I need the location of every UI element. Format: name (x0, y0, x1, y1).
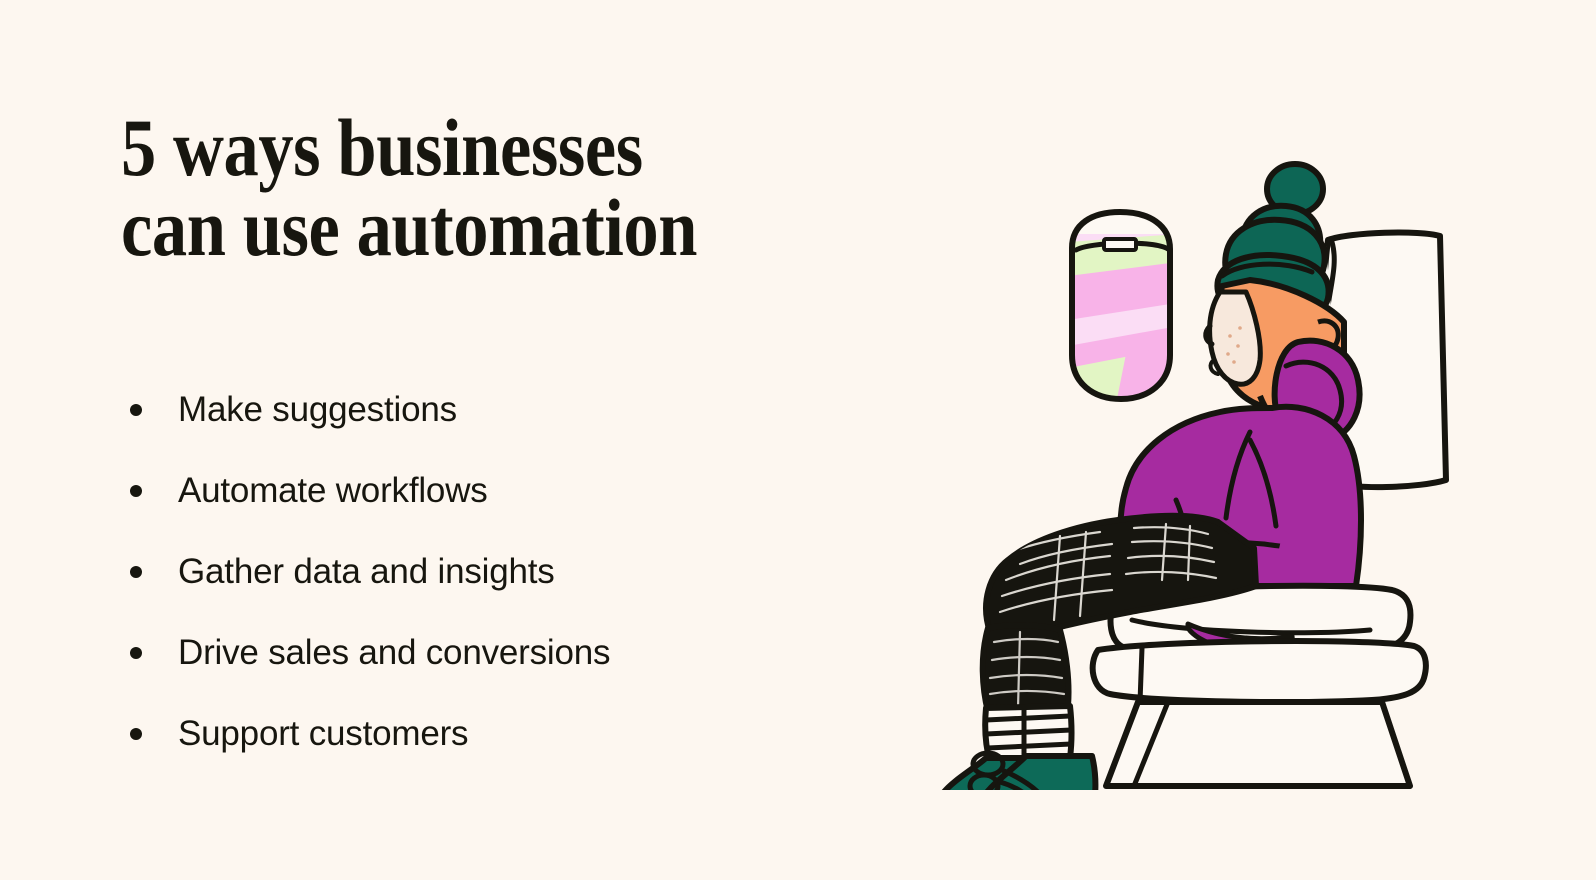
benefits-list: Make suggestions Automate workflows Gath… (123, 369, 883, 774)
list-item: Drive sales and conversions (123, 612, 883, 693)
sky-pink-band-2 (1072, 326, 1170, 374)
bullet-dot-icon (130, 403, 142, 416)
list-item-label: Automate workflows (178, 470, 488, 510)
pedestal-edge-line (1131, 699, 1171, 789)
bullet-dot-icon (130, 727, 142, 740)
text-column: 5 ways businesses can use automation Mak… (121, 102, 901, 753)
list-item-label: Make suggestions (178, 389, 457, 429)
seat-front-edge-line (1137, 645, 1145, 705)
list-item: Automate workflows (123, 450, 883, 531)
sky-pale-band (1072, 304, 1170, 348)
window-shade-handle (1102, 237, 1138, 252)
list-item: Gather data and insights (123, 531, 883, 612)
seat-base-cushion (1089, 638, 1429, 705)
bullet-dot-icon (130, 646, 142, 659)
calf-hatching (988, 630, 1066, 710)
person-sitting-in-airplane-seat-illustration (920, 150, 1520, 790)
face-profile-light (1207, 289, 1263, 387)
page-title: 5 ways businesses can use automation (121, 102, 698, 274)
airplane-window-icon (1069, 209, 1173, 402)
boot-front (984, 753, 1099, 790)
boot-laces (967, 750, 1040, 790)
armrest-underline (1129, 617, 1373, 636)
seat-pedestal (1103, 699, 1413, 789)
bullet-dot-icon (130, 565, 142, 578)
illustration-group (941, 161, 1449, 790)
list-item-label: Support customers (178, 713, 469, 753)
list-item-label: Gather data and insights (178, 551, 555, 591)
list-item: Support customers (123, 693, 883, 774)
black-trousers (979, 512, 1259, 715)
teal-boots (941, 750, 1099, 790)
nose-profile (1203, 323, 1215, 347)
window-frame-outline (1069, 209, 1173, 402)
seat-cushion-and-armrest (1089, 582, 1429, 789)
sock-stripes (983, 713, 1074, 751)
list-item: Make suggestions (123, 369, 883, 450)
list-item-label: Drive sales and conversions (178, 632, 611, 672)
cheek-freckles (1226, 326, 1242, 364)
trouser-calf (979, 622, 1072, 715)
beanie-cuff-fold-line (1219, 261, 1315, 279)
bullet-dot-icon (130, 484, 142, 497)
mouth-profile (1208, 358, 1220, 376)
illustration-svg (941, 161, 1449, 790)
